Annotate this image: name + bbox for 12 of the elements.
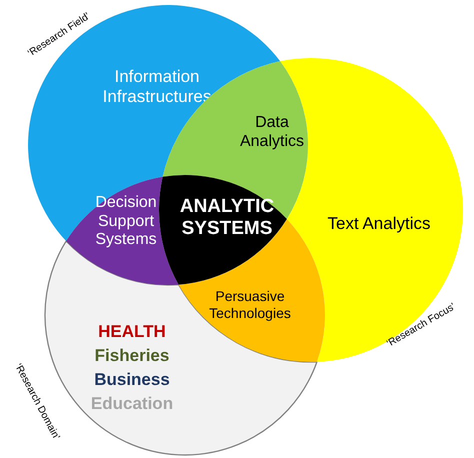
region-label: Persuasive Technologies — [208, 288, 292, 322]
region-label: Information Infrastructures — [102, 66, 212, 108]
domain-label: Business — [94, 370, 170, 390]
region-label: ANALYTIC SYSTEMS — [178, 196, 276, 240]
region-label: Data Analytics — [238, 114, 306, 152]
overlap-region — [178, 218, 325, 362]
domain-label: HEALTH — [98, 322, 166, 342]
center-region — [159, 175, 287, 285]
region-label: Text Analytics — [328, 214, 430, 234]
domain-label: Education — [90, 394, 174, 414]
region-label: Decision Support Systems — [94, 194, 158, 250]
domain-label: Fisheries — [94, 346, 170, 366]
